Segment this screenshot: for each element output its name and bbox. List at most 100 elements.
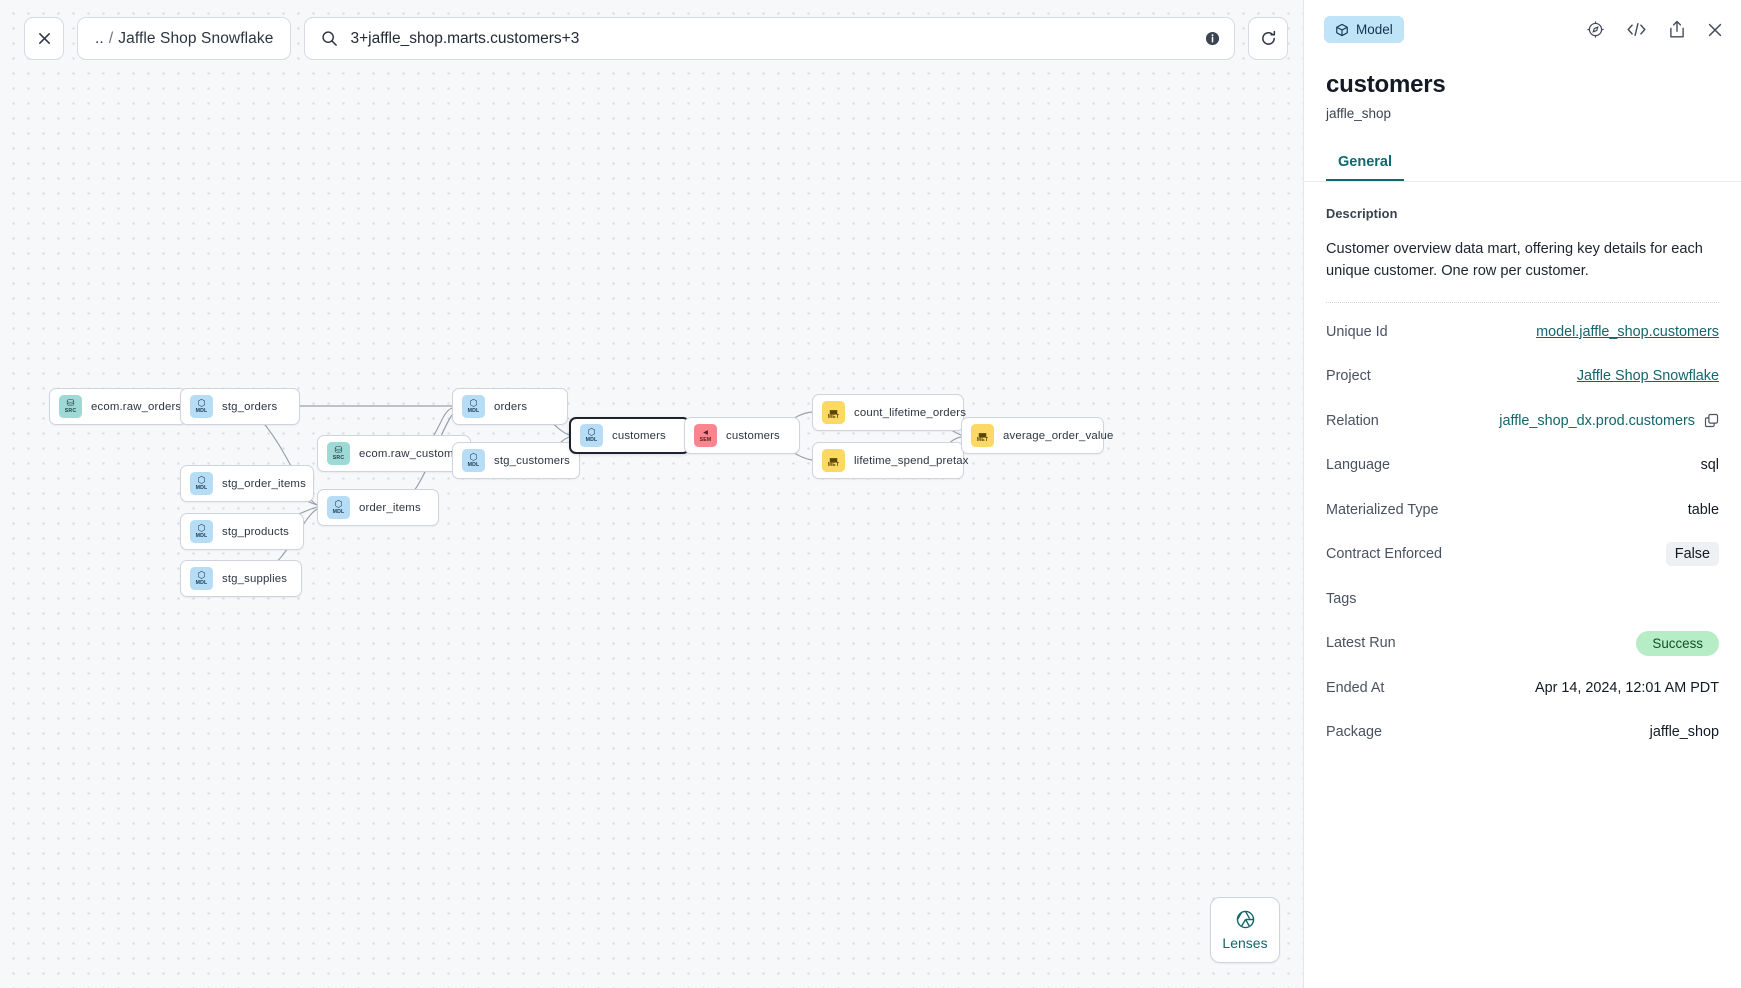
detail-row-unique-id: Unique Id model.jaffle_shop.customers [1326,315,1719,348]
panel-action-icons [1586,20,1723,39]
tab-general[interactable]: General [1326,148,1404,181]
canvas-toolbar: .. / Jaffle Shop Snowflake 3+jaffle_shop… [24,17,1289,60]
cube-icon [1335,23,1349,37]
lineage-node[interactable]: ⬡MDL stg_orders [180,388,300,425]
page-title: customers [1326,71,1446,98]
project-value[interactable]: Jaffle Shop Snowflake [1576,368,1719,385]
copy-icon[interactable] [1704,413,1719,428]
aperture-icon [1235,909,1256,930]
sem-badge-icon: ◂SEM [694,424,717,447]
lineage-node[interactable]: ◂SEM customers [684,417,800,454]
detail-row-relation: Relation jaffle_shop_dx.prod.customers [1326,404,1719,437]
lineage-node[interactable]: ⬡MDL orders [452,388,568,425]
project-label: Project [1326,368,1371,385]
close-panel-icon[interactable] [1707,22,1723,38]
mdl-badge-icon: ⬡MDL [190,520,213,543]
lineage-node-label: customers [612,429,666,442]
mdl-badge-icon: ⬡MDL [462,395,485,418]
met-badge-icon: ▃MET [822,449,845,472]
lineage-node-label: order_items [359,501,421,514]
met-badge-icon: ▃MET [822,401,845,424]
language-value: sql [1700,457,1719,474]
lineage-node[interactable]: ⬡MDL stg_products [180,513,304,550]
lineage-node[interactable]: ▃MET count_lifetime_orders [812,394,967,431]
code-icon[interactable] [1626,20,1647,39]
description-label: Description [1326,206,1398,221]
lineage-search-input[interactable]: 3+jaffle_shop.marts.customers+3 [304,17,1236,60]
detail-row-project: Project Jaffle Shop Snowflake [1326,360,1719,393]
src-badge-icon: ⛁SRC [59,395,82,418]
materialized-type-value: table [1687,501,1719,518]
lineage-node[interactable]: ⬡MDL stg_order_items [180,465,314,502]
lineage-node-label: orders [494,400,528,413]
lineage-node-label: stg_order_items [222,477,306,490]
lineage-canvas[interactable]: .. / Jaffle Shop Snowflake 3+jaffle_shop… [0,0,1303,988]
panel-tabs: General [1304,148,1741,182]
language-label: Language [1326,457,1391,474]
resource-type-chip[interactable]: Model [1324,16,1404,43]
search-query-text: 3+jaffle_shop.marts.customers+3 [350,29,580,47]
share-icon[interactable] [1668,20,1686,39]
detail-row-latest-run: Latest Run Success [1326,627,1719,660]
detail-row-ended-at: Ended At Apr 14, 2024, 12:01 AM PDT [1326,671,1719,704]
mdl-badge-icon: ⬡MDL [190,472,213,495]
tags-label: Tags [1326,590,1357,607]
panel-header: customers jaffle_shop [1304,59,1741,121]
detail-row-contract-enforced: Contract Enforced False [1326,538,1719,571]
unique-id-value[interactable]: model.jaffle_shop.customers [1536,323,1719,340]
refresh-icon [1260,30,1277,47]
detail-row-language: Language sql [1326,449,1719,482]
breadcrumb[interactable]: .. / Jaffle Shop Snowflake [77,17,292,60]
package-value: jaffle_shop [1649,724,1719,741]
lineage-node-label: average_order_value [1003,429,1114,442]
lineage-node-label: customers [726,429,780,442]
description-text: Customer overview data mart, offering ke… [1326,241,1703,280]
lineage-node[interactable]: ⬡MDL stg_customers [452,442,580,479]
lineage-node-label: stg_customers [494,454,571,467]
lineage-node[interactable]: ▃MET average_order_value [961,417,1113,454]
refresh-button[interactable] [1248,17,1289,60]
close-lineage-button[interactable] [24,17,64,60]
met-badge-icon: ▃MET [971,424,994,447]
mdl-badge-icon: ⬡MDL [327,496,350,519]
mdl-badge-icon: ⬡MDL [190,395,213,418]
lineage-node-label: ecom.raw_orders [91,400,182,413]
detail-row-materialized-type: Materialized Type table [1326,493,1719,526]
lineage-node[interactable]: ⬡MDL order_items [317,489,439,526]
panel-content: Description Customer overview data mart,… [1304,182,1741,748]
lenses-button[interactable]: Lenses [1210,897,1280,963]
explore-icon[interactable] [1586,20,1605,39]
lineage-node-label: lifetime_spend_pretax [854,454,969,467]
panel-toolbar: Model [1304,0,1741,59]
lineage-node-label: count_lifetime_orders [854,406,967,419]
lineage-node[interactable]: ▃MET lifetime_spend_pretax [812,442,968,479]
contract-enforced-label: Contract Enforced [1326,546,1442,563]
package-label: Package [1326,724,1383,741]
breadcrumb-prefix: .. [95,29,104,47]
close-icon [37,31,52,46]
ended-at-label: Ended At [1326,679,1385,696]
breadcrumb-separator: / [108,29,114,47]
resource-type-label: Model [1356,22,1393,37]
relation-value: jaffle_shop_dx.prod.customers [1499,412,1695,429]
lineage-node[interactable]: ⬡MDL customers [569,417,690,454]
unique-id-label: Unique Id [1326,323,1388,340]
lineage-node-label: stg_orders [222,400,278,413]
contract-enforced-value: False [1665,542,1719,567]
section-divider [1326,302,1719,304]
search-icon [321,30,338,47]
lineage-node-label: stg_products [222,525,290,538]
mdl-badge-icon: ⬡MDL [462,449,485,472]
panel-subtitle: jaffle_shop [1326,106,1392,121]
info-icon[interactable] [1205,31,1220,46]
src-badge-icon: ⛁SRC [327,442,350,465]
lineage-node-label: stg_supplies [222,572,288,585]
mdl-badge-icon: ⬡MDL [580,424,603,447]
relation-label: Relation [1326,412,1379,429]
lineage-node[interactable]: ⛁SRC ecom.raw_orders [49,388,187,425]
latest-run-label: Latest Run [1326,635,1396,652]
detail-row-tags: Tags [1326,582,1719,615]
status-badge[interactable]: Success [1636,630,1719,656]
